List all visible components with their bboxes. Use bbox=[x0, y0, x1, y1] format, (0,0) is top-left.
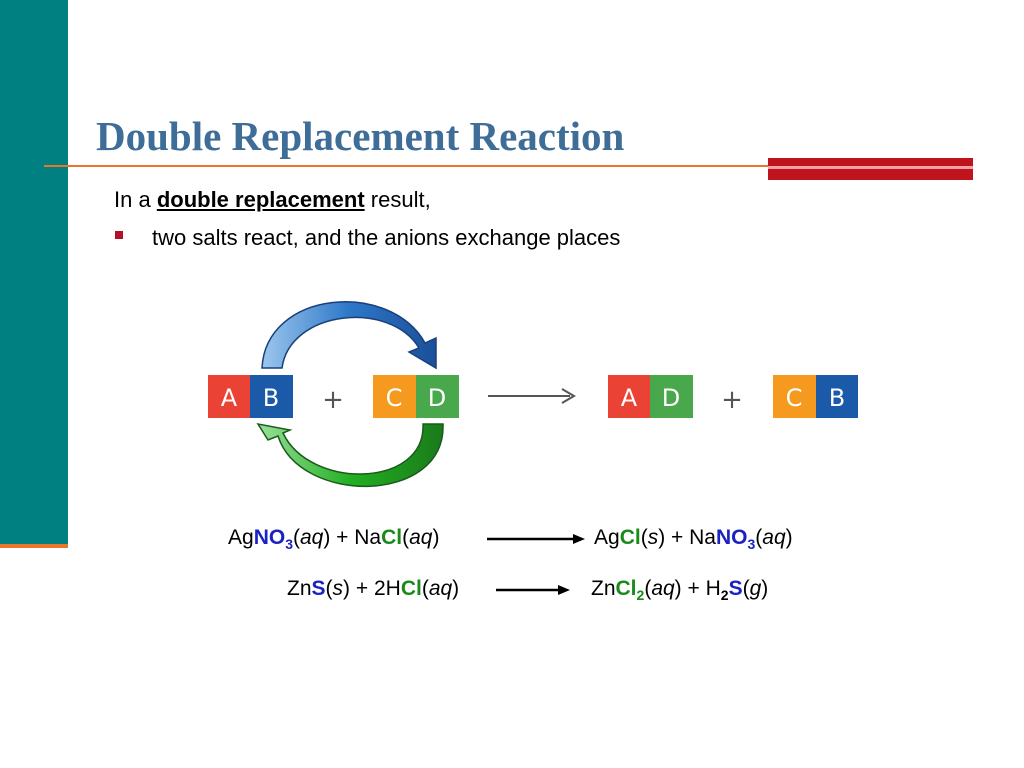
intro-prefix: In a bbox=[114, 187, 157, 212]
box-d-reactant bbox=[416, 375, 459, 418]
formula-segment: ) + Na bbox=[323, 526, 382, 549]
formula-segment: s bbox=[647, 526, 659, 549]
formula-segment: ) bbox=[785, 526, 793, 549]
formula-segment: ) + Na bbox=[658, 526, 716, 549]
equation-2-reactants: ZnS(s) + 2HCl(aq) bbox=[287, 575, 459, 603]
formula-segment: ( bbox=[402, 526, 410, 549]
formula-segment: ( bbox=[325, 577, 333, 600]
formula-segment: ( bbox=[742, 577, 750, 600]
box-b-product bbox=[816, 375, 858, 418]
slide-title: Double Replacement Reaction bbox=[96, 113, 625, 159]
swap-arrow-top-blue-icon bbox=[261, 301, 437, 370]
formula-segment: Ag bbox=[228, 526, 254, 549]
left-accent-bar bbox=[0, 0, 68, 544]
formula-segment: NO bbox=[715, 526, 748, 549]
formula-segment: ) + H bbox=[674, 577, 721, 600]
box-d-product bbox=[650, 375, 693, 418]
equation-2-arrow-icon bbox=[496, 585, 570, 595]
letter-a-product: A bbox=[621, 384, 638, 412]
box-a-reactant bbox=[208, 375, 250, 418]
formula-segment: Cl bbox=[400, 577, 422, 600]
letter-c-reactant: C bbox=[386, 384, 403, 412]
formula-segment: ) bbox=[432, 526, 440, 549]
letter-b-product: B bbox=[829, 384, 845, 412]
equation-1-arrow-icon bbox=[487, 534, 585, 544]
equation-1-products: AgCl(s) + NaNO3(aq) bbox=[594, 524, 793, 558]
formula-segment: ) + 2H bbox=[343, 577, 401, 600]
formula-segment: aq bbox=[651, 577, 675, 600]
formula-segment: Zn bbox=[591, 577, 616, 600]
box-c-product bbox=[773, 375, 816, 418]
intro-suffix: result, bbox=[364, 187, 431, 212]
decorative-red-bar-stripe bbox=[768, 166, 973, 169]
formula-segment: ( bbox=[640, 526, 648, 549]
intro-sentence: In a double replacement result, bbox=[114, 186, 431, 214]
formula-segment: Cl bbox=[381, 526, 403, 549]
formula-segment: ( bbox=[755, 526, 763, 549]
left-bar-orange-edge bbox=[0, 544, 68, 548]
formula-segment: 2 bbox=[720, 587, 729, 603]
formula-segment: 2 bbox=[636, 587, 645, 603]
equation-1-reactants: AgNO3(aq) + NaCl(aq) bbox=[228, 524, 439, 558]
box-c-reactant bbox=[373, 375, 416, 418]
formula-segment: 3 bbox=[747, 536, 756, 552]
equation-row-1: AgNO3(aq) + NaCl(aq) AgCl(s) + NaNO3(aq) bbox=[0, 524, 1024, 554]
formula-segment: S bbox=[728, 577, 743, 600]
letter-d-reactant: D bbox=[428, 384, 446, 412]
formula-segment: Cl bbox=[619, 526, 641, 549]
equation-row-2: ZnS(s) + 2HCl(aq) ZnCl2(aq) + H2S(g) bbox=[0, 575, 1024, 605]
decorative-red-bar bbox=[768, 158, 973, 180]
formula-segment: g bbox=[749, 577, 762, 600]
letter-d-product: D bbox=[662, 384, 680, 412]
box-b-reactant bbox=[250, 375, 293, 418]
formula-segment: ) bbox=[761, 577, 769, 600]
title-underline-rule bbox=[44, 165, 770, 167]
letter-a-reactant: A bbox=[221, 384, 238, 412]
formula-segment: ( bbox=[421, 577, 429, 600]
formula-segment: 3 bbox=[285, 536, 293, 552]
letter-c-product: C bbox=[786, 384, 803, 412]
formula-segment: aq bbox=[428, 577, 453, 600]
letter-b-reactant: B bbox=[263, 384, 279, 412]
box-a-product bbox=[608, 375, 650, 418]
formula-segment: ) bbox=[452, 577, 460, 600]
formula-segment: s bbox=[332, 577, 344, 600]
formula-segment: ( bbox=[292, 526, 300, 549]
swap-arrow-bottom-green-icon bbox=[256, 422, 444, 487]
formula-segment: Cl bbox=[615, 577, 637, 600]
square-bullet-icon bbox=[115, 231, 123, 239]
formula-segment: Ag bbox=[594, 526, 620, 549]
intro-term: double replacement bbox=[156, 187, 365, 212]
formula-segment: aq bbox=[762, 526, 786, 549]
plus-sign-products: + bbox=[721, 385, 743, 415]
equation-2-products: ZnCl2(aq) + H2S(g) bbox=[591, 575, 768, 609]
double-replacement-diagram: A B + C D A D + C B bbox=[208, 301, 858, 487]
reaction-arrow-icon bbox=[488, 388, 576, 404]
formula-segment: Zn bbox=[287, 577, 312, 600]
formula-segment: aq bbox=[409, 526, 433, 549]
bullet-text: two salts react, and the anions exchange… bbox=[152, 225, 621, 250]
formula-segment: S bbox=[311, 577, 326, 600]
plus-sign-reactants: + bbox=[322, 385, 344, 415]
formula-segment: aq bbox=[299, 526, 324, 549]
formula-segment: NO bbox=[253, 526, 286, 549]
formula-segment: ( bbox=[644, 577, 652, 600]
